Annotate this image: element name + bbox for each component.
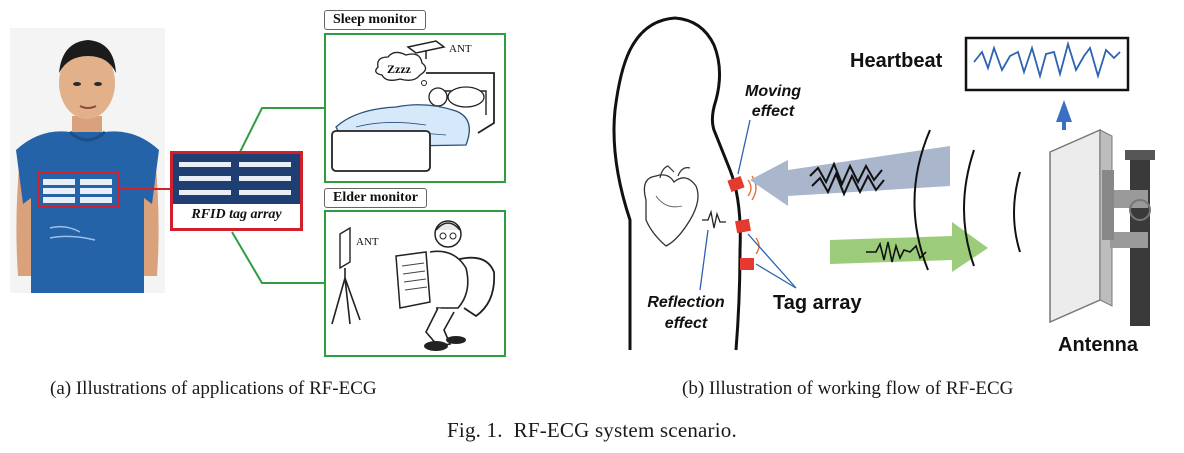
- antenna-illustration: [1049, 128, 1155, 326]
- heartbeat-waveform: [973, 40, 1121, 80]
- elder-monitor-label: Elder monitor: [324, 188, 427, 208]
- elder-ant-label: ANT: [356, 236, 379, 248]
- sleep-monitor-box: ANT Zzzz: [324, 33, 506, 183]
- reflection-arrow: [750, 146, 950, 206]
- heartbeat-box: [964, 36, 1130, 92]
- tag-1: [727, 175, 745, 193]
- sleep-ant-label: ANT: [449, 43, 472, 55]
- moving-effect-label: Moving effect: [745, 83, 801, 120]
- sleep-illustration: ANT Zzzz: [331, 40, 495, 172]
- figure-caption: Fig. 1. RF-ECG system scenario.: [447, 418, 737, 442]
- heart-illustration: [643, 165, 699, 247]
- tag-3: [740, 258, 754, 270]
- rfid-zoom-box: RFID tag array: [170, 151, 303, 231]
- tag-array-label: Tag array: [773, 292, 862, 314]
- working-flow-diagram: [612, 16, 1155, 351]
- sleep-monitor-label: Sleep monitor: [324, 10, 426, 30]
- antenna-label: Antenna: [1058, 334, 1138, 356]
- zzzz-text: Zzzz: [387, 62, 412, 76]
- heartbeat-label: Heartbeat: [850, 50, 943, 72]
- rfid-tag-array-label: RFID tag array: [191, 207, 282, 222]
- signal-arrow: [830, 222, 988, 272]
- caption-b: (b) Illustration of working flow of RF-E…: [682, 378, 1014, 399]
- reflection-effect-label: Reflection effect: [647, 294, 725, 332]
- output-arrow: [1056, 100, 1072, 130]
- caption-a: (a) Illustrations of applications of RF-…: [50, 378, 377, 399]
- person-photo: [10, 28, 165, 293]
- tag-2: [735, 218, 751, 234]
- elder-illustration: ANT: [331, 220, 496, 351]
- rfid-tag-image: [173, 154, 300, 204]
- elder-monitor-box: ANT: [324, 210, 506, 357]
